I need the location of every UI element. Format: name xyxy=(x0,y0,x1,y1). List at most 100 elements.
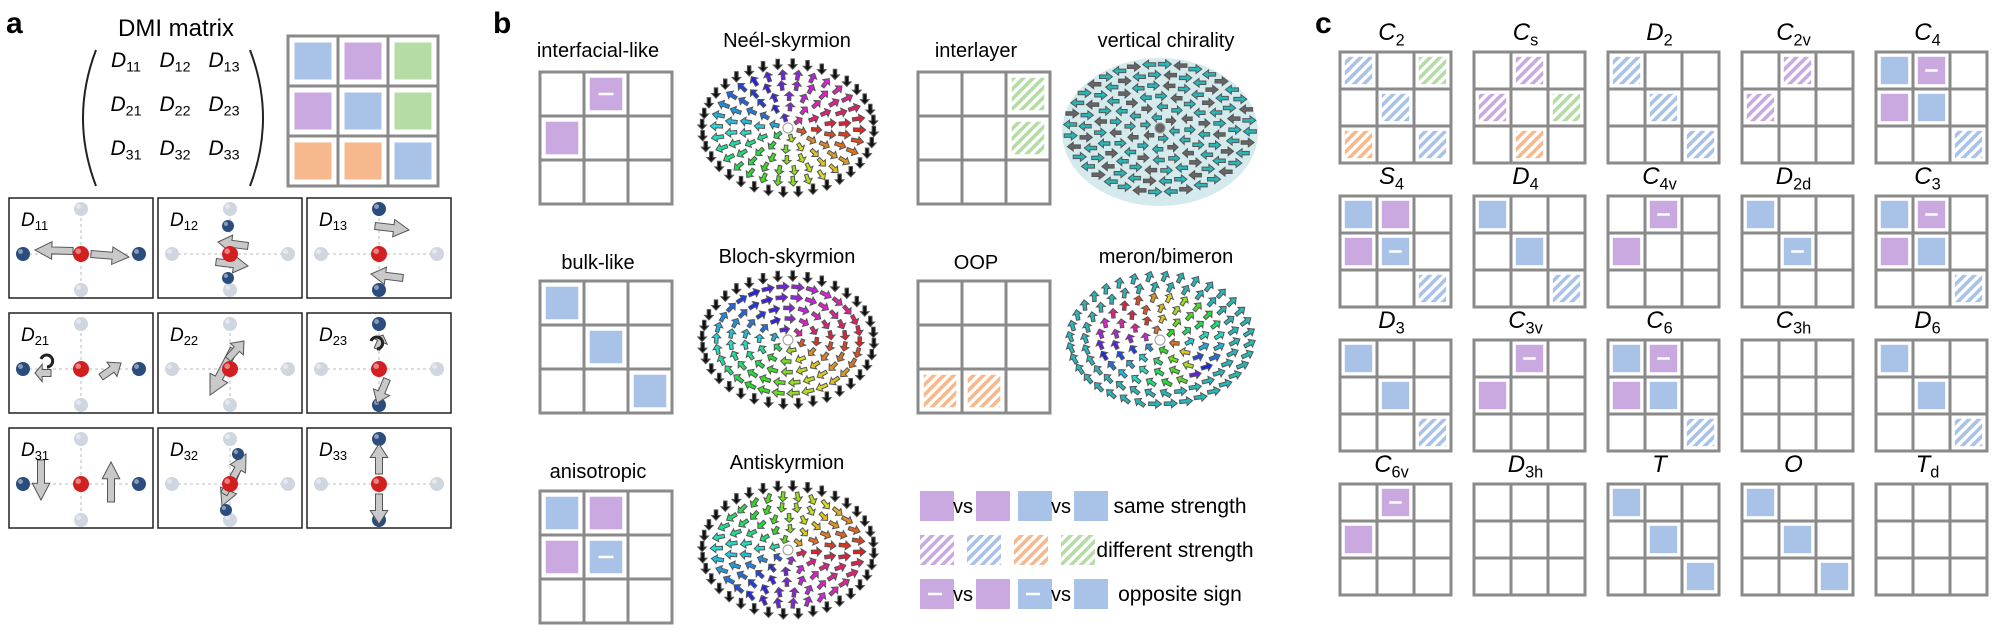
spin-arrow xyxy=(787,597,799,609)
point-group-grid xyxy=(1606,50,1721,165)
spin-arrow xyxy=(1175,374,1189,385)
spin-arrow xyxy=(1184,124,1196,136)
spin-arrow xyxy=(1118,300,1131,311)
point-group-grid xyxy=(1472,50,1587,165)
point-group-C3h: C3h xyxy=(1740,307,1855,453)
dmi-type-grid xyxy=(538,279,674,415)
matrix-cell-blue xyxy=(1344,200,1373,229)
spin-arrow xyxy=(792,607,804,620)
spin-arrow xyxy=(733,374,745,384)
spin-arrow xyxy=(1180,284,1191,296)
ghost-atom xyxy=(223,202,237,216)
spin-arrow xyxy=(1159,270,1170,283)
spin-arrow xyxy=(1233,306,1246,317)
spin-arrow xyxy=(810,311,822,321)
spin-arrow xyxy=(1213,330,1225,341)
spin-arrow xyxy=(759,533,771,543)
atom-highlight xyxy=(76,515,82,520)
point-group-label: Td xyxy=(1916,451,1940,481)
spin-arrow xyxy=(34,362,52,384)
spin-arrow xyxy=(864,103,876,116)
spin-arrow xyxy=(1172,318,1182,328)
spin-arrow xyxy=(853,324,864,337)
texture-title: Neél-skyrmion xyxy=(723,30,851,52)
swatch-blue xyxy=(1074,579,1108,609)
spin-arrow xyxy=(821,391,833,404)
spin-arrow xyxy=(1173,385,1188,397)
atom-highlight xyxy=(373,478,380,485)
spin-arrow xyxy=(1190,275,1200,288)
spin-arrow xyxy=(787,175,799,187)
dmi-type-title: anisotropic xyxy=(550,461,647,483)
spin-arrow xyxy=(759,324,769,334)
dmi-type-4: OOP xyxy=(916,252,1052,415)
atom-highlight xyxy=(75,248,81,254)
spin-arrow xyxy=(809,360,821,370)
spin-arrow xyxy=(850,135,865,147)
spin-arrow xyxy=(756,554,769,565)
spin-arrow xyxy=(1095,301,1107,313)
point-group-grid xyxy=(1740,50,1855,165)
spin-arrow xyxy=(1156,101,1168,113)
spin-arrow xyxy=(784,523,796,534)
matrix-cell-purple xyxy=(1880,237,1909,266)
spin-arrow xyxy=(729,105,743,116)
spin-arrow xyxy=(1105,147,1119,159)
atom-highlight xyxy=(223,221,228,226)
spin-arrow xyxy=(834,595,846,608)
dmi-type-grid xyxy=(538,70,674,206)
atom-highlight xyxy=(225,434,230,439)
spin-arrow xyxy=(1128,272,1140,285)
spin-arrow xyxy=(776,502,788,513)
spin-arrow xyxy=(793,116,803,126)
spin-arrow xyxy=(1144,164,1158,176)
spin-arrow xyxy=(755,310,767,320)
spin-arrow xyxy=(816,156,826,167)
spin-arrow xyxy=(1064,330,1076,343)
spin-arrow xyxy=(1228,124,1242,136)
point-group-grid xyxy=(1874,50,1989,165)
atom-highlight xyxy=(316,249,321,254)
point-group-grid xyxy=(1338,338,1453,453)
matrix-cell-orange xyxy=(1344,130,1373,159)
spin-arrow xyxy=(1078,120,1092,132)
spin-arrow xyxy=(1225,297,1237,308)
spin-arrow xyxy=(838,155,851,166)
atom-highlight xyxy=(134,249,139,254)
spin-arrow xyxy=(819,529,832,540)
spin-arrow xyxy=(781,155,793,166)
spin-arrow xyxy=(820,77,831,89)
spin-arrow xyxy=(828,375,841,386)
spin-arrow xyxy=(703,309,715,321)
point-group-label: C2 xyxy=(1378,19,1404,49)
spin-arrow xyxy=(711,109,726,121)
spin-arrow xyxy=(845,378,857,390)
ghost-atom xyxy=(430,477,444,491)
spin-arrow xyxy=(1115,350,1126,361)
spin-arrow xyxy=(1094,127,1107,139)
spin-arrow xyxy=(1113,167,1128,179)
spin-arrow xyxy=(703,97,715,109)
atom-highlight xyxy=(76,204,82,209)
component-label: D12 xyxy=(170,210,198,233)
atom-highlight xyxy=(432,364,437,369)
spin-arrow xyxy=(818,511,829,521)
spin-arrow xyxy=(1083,373,1094,385)
spin-arrow xyxy=(725,90,738,101)
matrix-cell-orange xyxy=(1515,130,1544,159)
spin-arrow xyxy=(749,75,760,87)
ghost-atom xyxy=(281,477,295,491)
component-label: D32 xyxy=(170,440,198,463)
atom-highlight xyxy=(283,249,288,254)
spin-arrow xyxy=(772,270,784,283)
spin-arrow xyxy=(1091,169,1106,181)
spin-arrow xyxy=(90,246,131,266)
spin-arrow xyxy=(1111,65,1127,77)
spin-arrow xyxy=(1087,311,1099,323)
spin-arrow xyxy=(1065,342,1076,354)
spin-arrow xyxy=(710,509,722,521)
spin-arrow xyxy=(1178,395,1194,407)
spin-arrow xyxy=(1183,98,1197,110)
atom-highlight xyxy=(224,478,230,485)
spin-arrow xyxy=(1202,97,1216,109)
